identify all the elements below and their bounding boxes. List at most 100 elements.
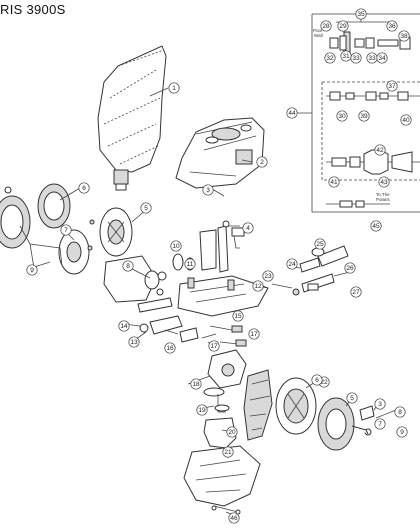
callout-circle bbox=[232, 310, 244, 322]
callout-label: 42 bbox=[376, 147, 384, 154]
callout-circle bbox=[386, 20, 398, 32]
callout-circle bbox=[337, 20, 349, 32]
callout-label: 3 bbox=[378, 401, 382, 408]
callout-1: 1 bbox=[168, 82, 180, 94]
callout-30: 30 bbox=[336, 110, 348, 122]
callout-29: 29 bbox=[337, 20, 349, 32]
callout-circle bbox=[311, 374, 323, 386]
callout-circle bbox=[222, 446, 234, 458]
callout-label: 40 bbox=[402, 117, 410, 124]
callout-43: 43 bbox=[378, 176, 390, 188]
callout-19: 19 bbox=[196, 404, 208, 416]
callout-circle bbox=[228, 512, 240, 524]
callout-2: 2 bbox=[256, 156, 268, 168]
callout-circle bbox=[394, 406, 406, 418]
callout-circle bbox=[256, 156, 268, 168]
callout-label: 9 bbox=[30, 267, 34, 274]
callout-circle bbox=[324, 52, 336, 64]
callout-5: 5 bbox=[346, 392, 358, 404]
callout-label: 3 bbox=[206, 187, 210, 194]
callout-label: 34 bbox=[378, 55, 386, 62]
callout-40: 40 bbox=[400, 114, 412, 126]
callout-label: 45 bbox=[372, 223, 380, 230]
callout-label: 17 bbox=[210, 343, 218, 350]
callout-circle bbox=[358, 110, 370, 122]
callout-label: 6 bbox=[315, 377, 319, 384]
callout-circle bbox=[164, 342, 176, 354]
callout-20: 20 bbox=[226, 426, 238, 438]
callout-label: 2 bbox=[260, 159, 264, 166]
callout-label: 19 bbox=[198, 407, 206, 414]
callout-circle bbox=[202, 184, 214, 196]
callout-8: 8 bbox=[122, 260, 134, 272]
callout-circle bbox=[400, 114, 412, 126]
callout-circle bbox=[190, 378, 202, 390]
callout-7: 7 bbox=[374, 418, 386, 430]
callout-circle bbox=[208, 340, 220, 352]
callout-11: 11 bbox=[184, 258, 196, 270]
callout-label: 24 bbox=[288, 261, 296, 268]
callout-circle bbox=[286, 258, 298, 270]
callout-label: 10 bbox=[172, 243, 180, 250]
callout-circle bbox=[355, 8, 367, 20]
callout-circle bbox=[26, 264, 38, 276]
callout-label: 13 bbox=[130, 339, 138, 346]
callout-label: 17 bbox=[250, 331, 258, 338]
callout-34: 34 bbox=[376, 52, 388, 64]
callout-circle bbox=[170, 240, 182, 252]
top-shell bbox=[175, 117, 265, 189]
callout-label: 8 bbox=[126, 263, 130, 270]
callout-circle bbox=[226, 426, 238, 438]
callout-circle bbox=[242, 222, 254, 234]
callout-label: 14 bbox=[120, 323, 128, 330]
callout-circle bbox=[346, 392, 358, 404]
callout-42: 42 bbox=[374, 144, 386, 156]
callout-label: 27 bbox=[352, 289, 360, 296]
callout-label: 25 bbox=[316, 241, 324, 248]
callout-label: 9 bbox=[400, 429, 404, 436]
callout-13: 13 bbox=[128, 336, 140, 348]
callout-9: 9 bbox=[26, 264, 38, 276]
callout-label: 31 bbox=[342, 53, 350, 60]
callout-label: 44 bbox=[288, 110, 296, 117]
callout-27: 27 bbox=[350, 286, 362, 298]
part-callouts: 1234567891011121314151617171819202122232… bbox=[26, 8, 412, 524]
callout-10: 10 bbox=[170, 240, 182, 252]
callout-4: 4 bbox=[242, 222, 254, 234]
callout-17: 17 bbox=[208, 340, 220, 352]
callout-35: 35 bbox=[355, 8, 367, 20]
callout-5: 5 bbox=[140, 202, 152, 214]
callout-23: 23 bbox=[262, 270, 274, 282]
callout-circle bbox=[374, 398, 386, 410]
callout-label: 46 bbox=[230, 515, 238, 522]
callout-label: 6 bbox=[82, 185, 86, 192]
left-small-parts bbox=[137, 297, 247, 347]
callout-39: 39 bbox=[358, 110, 370, 122]
callout-label: 32 bbox=[326, 55, 334, 62]
callout-circle bbox=[128, 336, 140, 348]
callout-circle bbox=[386, 80, 398, 92]
callout-16: 16 bbox=[164, 342, 176, 354]
callout-circle bbox=[60, 224, 72, 236]
callout-circle bbox=[370, 220, 382, 232]
callout-label: 26 bbox=[346, 265, 354, 272]
callout-label: 8 bbox=[398, 409, 402, 416]
page-title: RIS 3900S bbox=[0, 2, 66, 17]
callout-41: 41 bbox=[328, 176, 340, 188]
callout-label: 15 bbox=[234, 313, 242, 320]
callout-circle bbox=[78, 182, 90, 194]
callout-label: 12 bbox=[254, 283, 262, 290]
callout-31: 31 bbox=[340, 50, 352, 62]
callout-7: 7 bbox=[60, 224, 72, 236]
callout-14: 14 bbox=[118, 320, 130, 332]
callout-label: 5 bbox=[350, 395, 354, 402]
callout-circle bbox=[376, 52, 388, 64]
callout-label: 30 bbox=[338, 113, 346, 120]
callout-label: 7 bbox=[378, 421, 382, 428]
right-lower-wheels bbox=[243, 369, 375, 451]
callout-circle bbox=[314, 238, 326, 250]
